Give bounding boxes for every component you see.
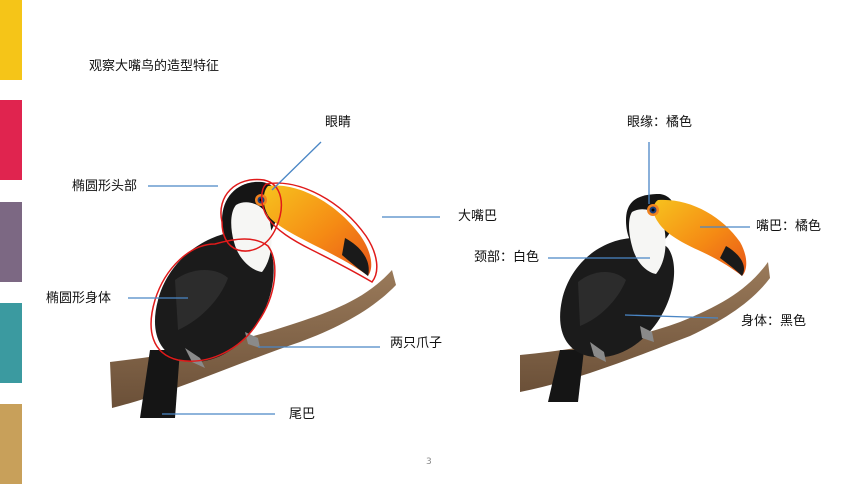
- label-big-beak: 大嘴巴: [458, 209, 498, 224]
- label-body-black: 身体：黑色: [741, 314, 807, 329]
- sidebar-block-teal: [0, 303, 22, 383]
- sidebar-block-purple: [0, 202, 22, 282]
- right-toucan: [520, 142, 770, 402]
- sidebar-block-red: [0, 100, 22, 180]
- sidebar-block-yellow: [0, 0, 22, 80]
- right-tail: [548, 350, 584, 402]
- label-eye-ring-orange: 眼缘：橘色: [627, 115, 693, 130]
- slide-title: 观察大嘴鸟的造型特征: [89, 59, 220, 74]
- left-head-outline: [220, 178, 283, 252]
- left-tail: [140, 350, 180, 418]
- label-oval-head: 椭圆形头部: [72, 179, 138, 194]
- label-eye: 眼睛: [325, 115, 352, 130]
- label-neck-white: 颈部：白色: [474, 250, 540, 265]
- page-number: 3: [426, 457, 432, 467]
- label-oval-body: 椭圆形身体: [46, 291, 112, 306]
- label-beak-orange: 嘴巴：橘色: [756, 219, 822, 234]
- left-throat: [231, 202, 272, 272]
- sidebar-block-tan: [0, 404, 22, 484]
- left-beak-outline: [261, 182, 378, 283]
- label-tail: 尾巴: [289, 407, 316, 422]
- label-two-claws: 两只爪子: [390, 336, 443, 351]
- left-body-outline: [150, 238, 276, 362]
- left-toucan: [110, 141, 440, 418]
